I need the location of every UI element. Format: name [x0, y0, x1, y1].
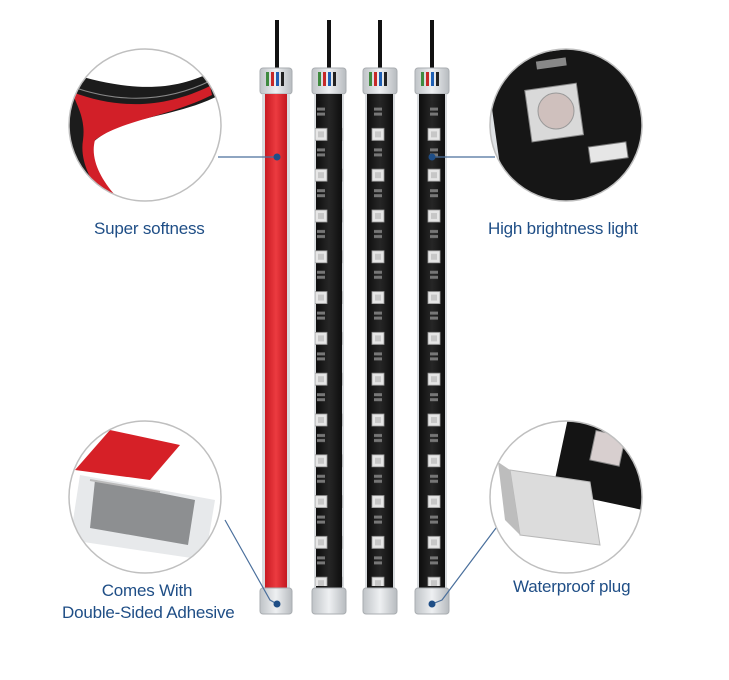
adhesive-strip-icon	[259, 67, 293, 615]
leader-lines	[218, 156, 503, 605]
softness-detail-icon	[68, 48, 222, 202]
adhesive-detail-icon	[68, 420, 222, 574]
high-brightness-label: High brightness light	[488, 219, 638, 238]
brightness-detail-icon	[489, 48, 643, 202]
led-strip-icon	[311, 67, 450, 615]
waterproof-plug-label: Waterproof plug	[513, 577, 631, 596]
plug-detail-icon	[489, 420, 643, 574]
adhesive-label: Comes With Double-Sided Adhesive	[62, 580, 235, 624]
adhesive-label-line2: Double-Sided Adhesive	[62, 603, 235, 622]
cables	[275, 20, 434, 72]
super-softness-label: Super softness	[94, 219, 205, 238]
adhesive-label-line1: Comes With	[101, 581, 193, 600]
callout-dots	[273, 153, 436, 608]
